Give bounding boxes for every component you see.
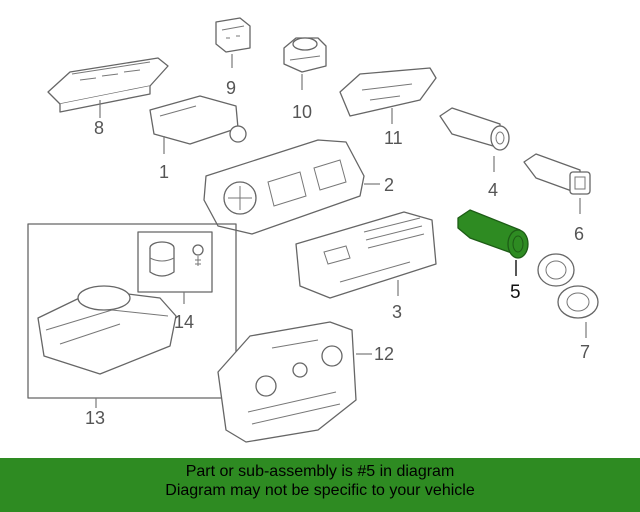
part-12-climate-panel[interactable] [217, 321, 357, 443]
info-banner: Part or sub-assembly is #5 in diagram Di… [0, 458, 640, 512]
part-4-socket[interactable] [439, 107, 510, 151]
callout-2: 2 [384, 175, 394, 195]
part-14-knob-and-screw[interactable] [149, 241, 204, 277]
callout-10: 10 [292, 102, 312, 122]
exploded-parts-diagram: 8 9 10 11 1 [27, 17, 599, 443]
part-8-switch-strip[interactable] [47, 57, 169, 113]
part-7-cap[interactable] [537, 253, 599, 319]
part-11-switch-panel[interactable] [339, 67, 437, 117]
part-2-dash-panel[interactable] [203, 139, 365, 235]
part-10-button-unit[interactable] [283, 37, 327, 73]
part-5-highlighted-outlet[interactable] [457, 209, 529, 259]
callout-11: 11 [384, 128, 403, 148]
banner-line-2: Diagram may not be specific to your vehi… [165, 482, 475, 499]
callout-14: 14 [174, 312, 194, 332]
callout-3: 3 [392, 302, 402, 322]
callout-4: 4 [488, 180, 498, 200]
callout-8: 8 [94, 118, 104, 138]
callout-12: 12 [374, 344, 394, 364]
banner-line-1: Part or sub-assembly is #5 in diagram [185, 463, 455, 480]
callout-7: 7 [580, 342, 590, 362]
callout-6: 6 [574, 224, 584, 244]
group-14-box [137, 231, 213, 293]
callout-5: 5 [510, 282, 521, 303]
callout-9: 9 [226, 78, 236, 98]
part-13-controller-base[interactable] [37, 285, 177, 375]
part-9-connector[interactable] [215, 17, 251, 53]
part-1-sensor-module[interactable] [149, 95, 247, 145]
part-6-socket[interactable] [523, 153, 591, 195]
callout-1: 1 [159, 162, 169, 182]
callout-13: 13 [85, 408, 105, 428]
part-3-control-module[interactable] [295, 211, 437, 299]
